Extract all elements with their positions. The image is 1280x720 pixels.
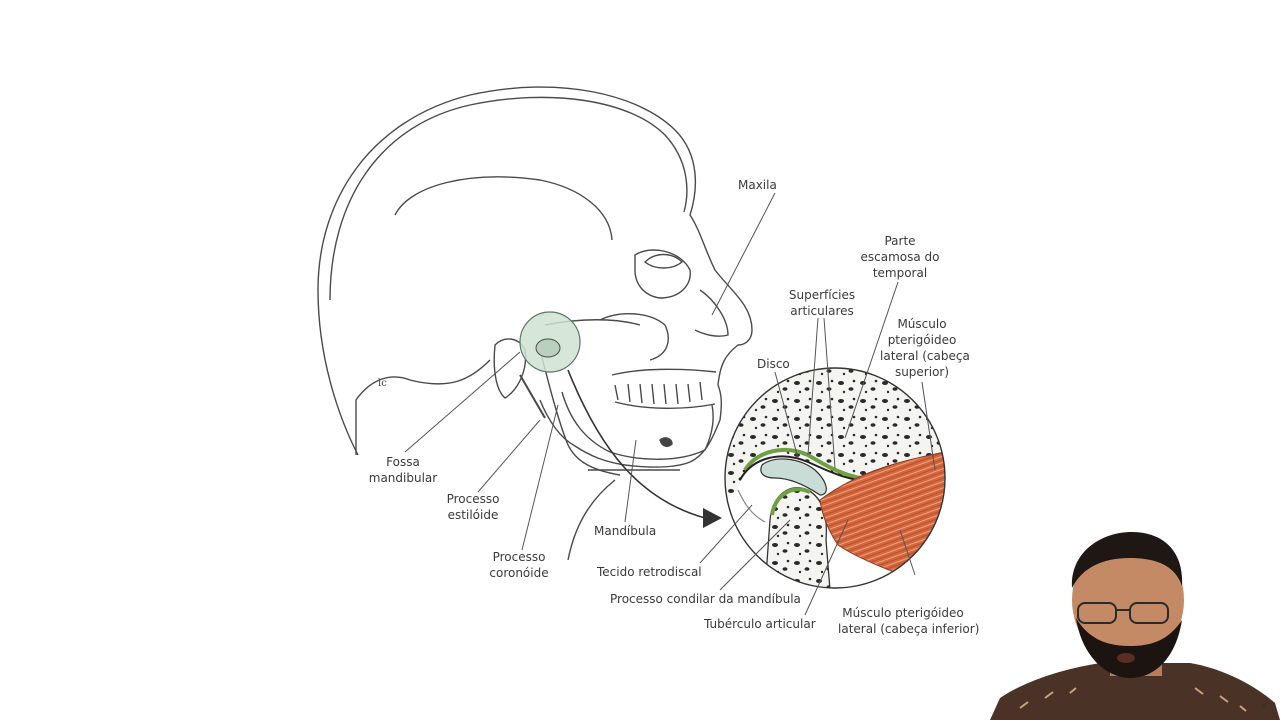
magnified-circle-border xyxy=(724,367,946,589)
styloid xyxy=(519,374,546,419)
skull-outline xyxy=(317,86,753,468)
articular-disc xyxy=(760,458,827,496)
eye xyxy=(643,253,684,269)
leader-estiloide xyxy=(477,419,541,493)
leader-condilar xyxy=(719,519,791,591)
magnify-arrow-line xyxy=(567,369,706,519)
label-processo-estiloide: Processo estilóide xyxy=(446,492,500,522)
leader-superficies xyxy=(823,317,836,469)
label-processo-condilar: Processo condilar da mandíbula xyxy=(610,592,801,606)
lower-teeth xyxy=(614,401,716,409)
leader-musculo-superior xyxy=(921,381,936,471)
leader-mandibula xyxy=(624,439,637,523)
leader-superficies-2 xyxy=(807,317,819,456)
presenter-head xyxy=(1072,536,1184,664)
skull-inner-outline xyxy=(329,96,688,301)
magnify-arrow-head xyxy=(703,508,722,528)
leader-coronoide xyxy=(521,404,559,551)
label-processo-coronoide: Processo coronóide xyxy=(489,550,549,580)
label-parte-escamosa: Parte escamosa do temporal xyxy=(860,234,940,280)
skull-inner-suture xyxy=(394,176,613,241)
neck-line xyxy=(567,479,616,561)
presenter-shirt xyxy=(990,663,1280,720)
cheek-bone xyxy=(599,312,669,361)
label-tecido-retrodiscal: Tecido retrodiscal xyxy=(597,565,702,579)
artist-mark: lc xyxy=(378,378,387,389)
label-fossa: Fossa mandibular xyxy=(368,455,438,485)
leader-tuberculo xyxy=(804,519,849,616)
upper-teeth xyxy=(611,368,717,405)
label-disco: Disco xyxy=(757,357,790,371)
ramus xyxy=(539,349,621,476)
leader-parte-escamosa xyxy=(844,281,899,439)
skull-drawing xyxy=(317,86,753,561)
leader-fossa xyxy=(404,351,521,453)
label-mandibula: Mandíbula xyxy=(594,524,657,538)
label-tuberculo-articular: Tubérculo articular xyxy=(704,617,816,631)
condyle-cartilage xyxy=(770,487,811,516)
presenter-glasses xyxy=(1077,602,1169,624)
label-superficies: Superfícies articulares xyxy=(788,288,856,318)
chin-mark xyxy=(659,437,673,448)
presenter-hair xyxy=(1071,532,1183,588)
leader-disco xyxy=(774,371,799,459)
leader-tecido xyxy=(699,504,753,564)
leader-lines xyxy=(404,192,936,616)
label-maxila: Maxila xyxy=(738,178,777,192)
label-musculo-inferior: Músculo pterigóideo lateral (cabeça infe… xyxy=(838,606,980,636)
leader-maxila xyxy=(711,192,776,316)
magnified-joint xyxy=(725,368,945,588)
presenter-avatar xyxy=(990,528,1280,720)
webcam-overlay xyxy=(990,528,1280,720)
condyle xyxy=(535,338,561,358)
nose xyxy=(694,289,729,337)
orbit xyxy=(634,249,691,299)
back-skull-base xyxy=(355,359,491,455)
label-musculo-superior: Músculo pterigóideo lateral (cabeça supe… xyxy=(880,317,970,379)
resize-corner-icon[interactable]: ↙ xyxy=(1260,697,1270,710)
mandible-body xyxy=(561,391,714,460)
presenter-beard xyxy=(1076,618,1182,678)
leader-musculo-inferior xyxy=(899,529,916,576)
retrodiscal-tissue xyxy=(737,489,766,523)
